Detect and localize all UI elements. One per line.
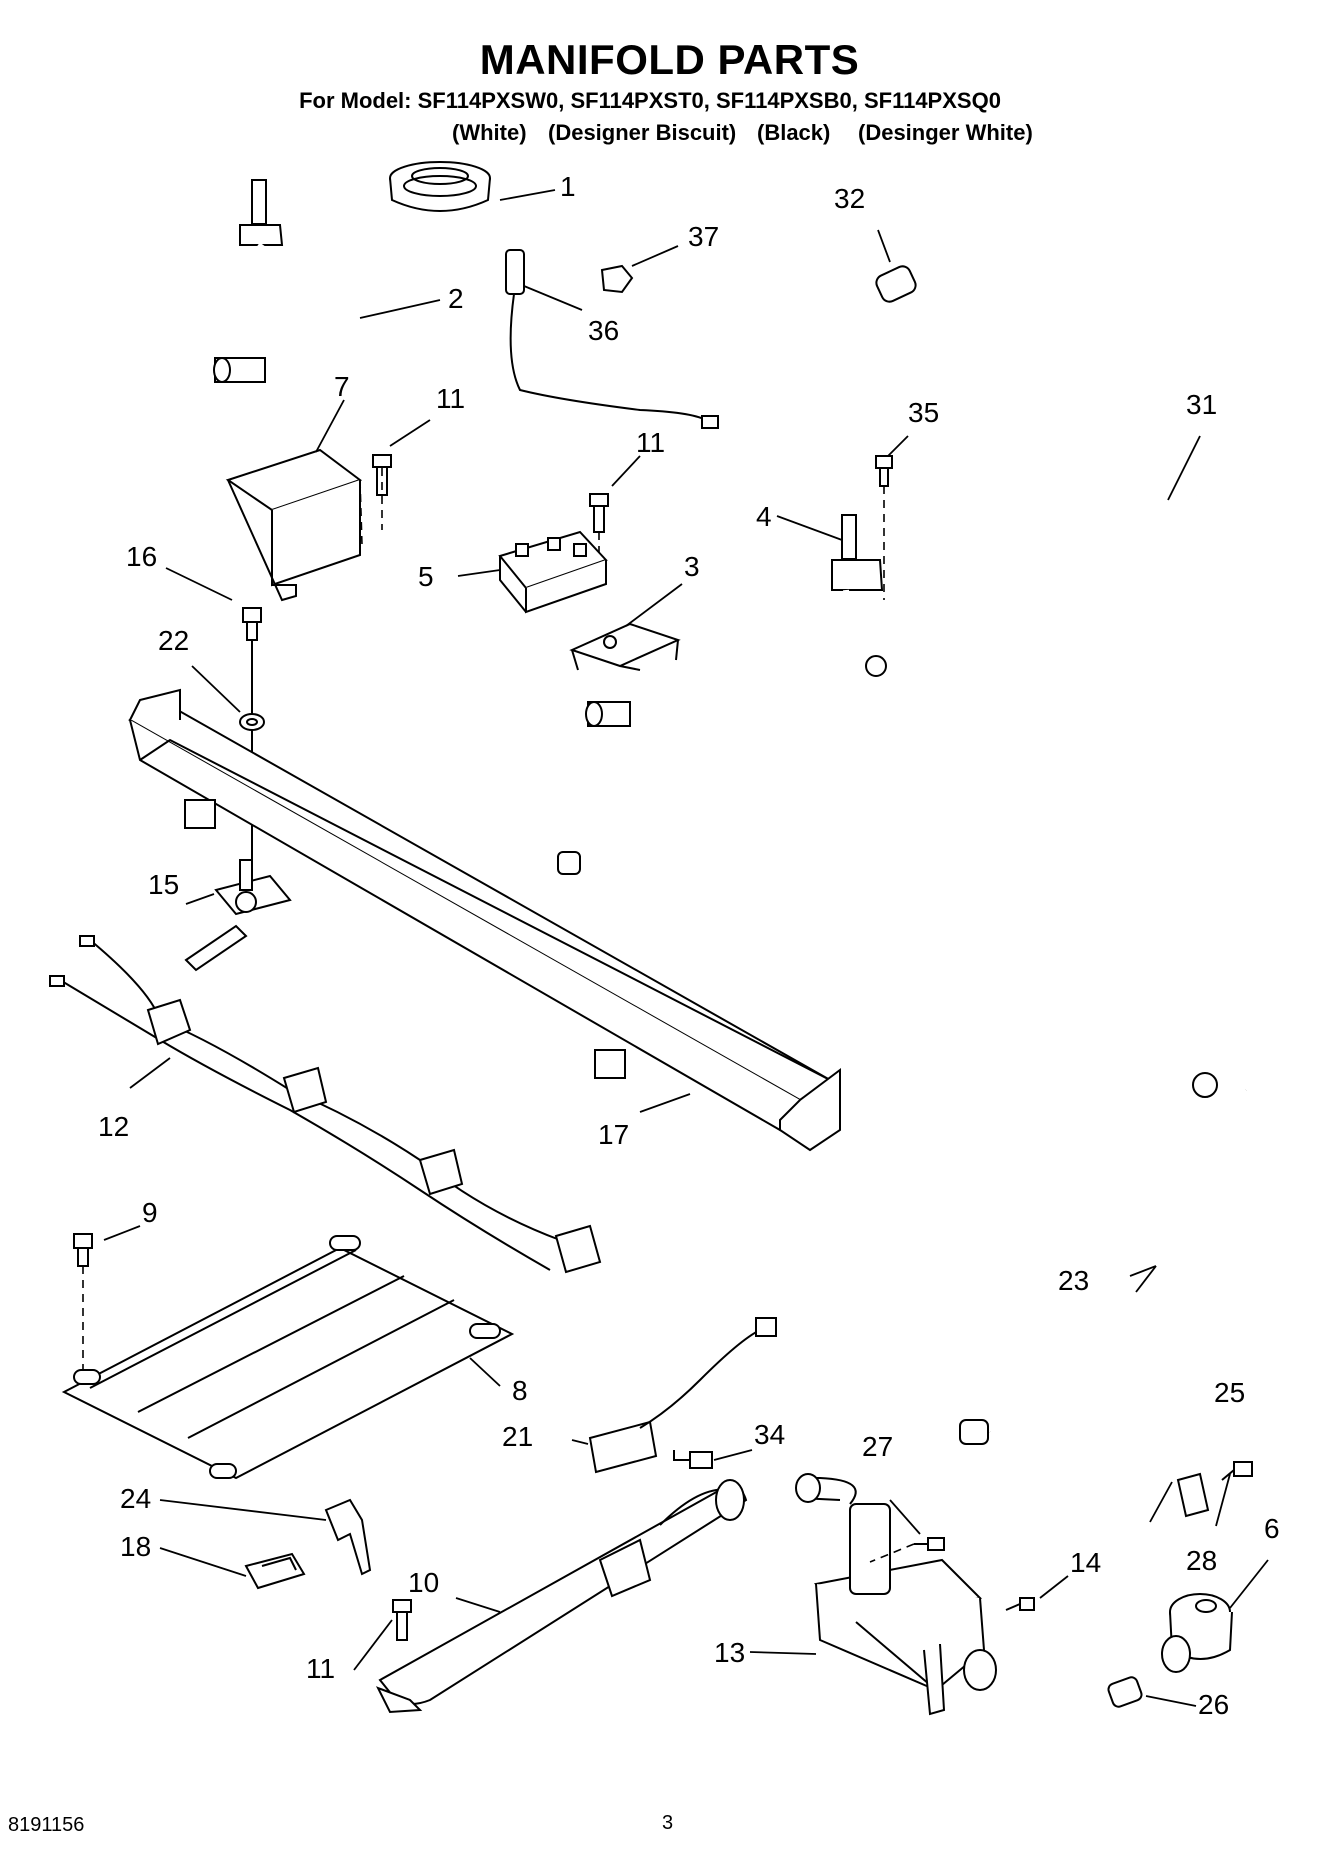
- leader-lines: [103, 189, 1269, 1707]
- wire-harness-12-drawing: [49, 935, 602, 1274]
- callout-23: 23: [1058, 1265, 1089, 1296]
- callout-35: 35: [908, 397, 939, 428]
- screw-16-drawing: [242, 607, 262, 641]
- spark-module-5-drawing: [498, 530, 608, 614]
- fitting-26-drawing: [1107, 1676, 1143, 1708]
- clip-18-drawing: [244, 1552, 306, 1590]
- screw-14-drawing: [1005, 1597, 1035, 1611]
- bracket-24-drawing: [324, 1498, 372, 1576]
- callout-12: 12: [98, 1111, 129, 1142]
- callout-3: 3: [684, 551, 700, 582]
- supply-tube-31-drawing: [865, 468, 1274, 1098]
- pressure-regulator-13-drawing: [795, 1473, 997, 1716]
- callout-17: 17: [598, 1119, 629, 1150]
- variant-desinger-white: (Desinger White): [858, 120, 1033, 145]
- document-number: 8191156: [8, 1814, 85, 1836]
- bracket-25-drawing: [1176, 1472, 1210, 1518]
- callout-8: 8: [512, 1375, 528, 1406]
- callout-13: 13: [714, 1637, 745, 1668]
- page-title: MANIFOLD PARTS: [479, 36, 860, 83]
- igniter-wire-36-drawing: [505, 249, 719, 429]
- screw-28-drawing: [1221, 1461, 1253, 1481]
- regulator-6-drawing: [1161, 1593, 1233, 1673]
- model-list: For Model: SF114PXSW0, SF114PXST0, SF114…: [299, 88, 1001, 113]
- igniter-21-drawing: [588, 1317, 777, 1474]
- screw-35-drawing: [875, 455, 893, 600]
- callout-9: 9: [142, 1197, 158, 1228]
- callout-11a: 11: [436, 383, 465, 414]
- burner-cap-drawing: [389, 161, 491, 212]
- nut-37-drawing: [600, 264, 634, 294]
- callout-10: 10: [408, 1567, 439, 1598]
- screw-34-drawing: [673, 1450, 713, 1469]
- screw-27-drawing: [869, 1537, 945, 1563]
- callout-26: 26: [1198, 1689, 1229, 1720]
- heat-shield-8-drawing: [61, 1235, 515, 1480]
- orifice-32-drawing: [875, 265, 917, 303]
- variant-black: (Black): [757, 120, 831, 145]
- callout-5: 5: [418, 561, 434, 592]
- callout-21: 21: [502, 1421, 533, 1452]
- callout-11c: 11: [306, 1653, 335, 1684]
- callout-31: 31: [1186, 389, 1217, 420]
- valve-cover-7-drawing: [225, 448, 383, 602]
- screw-11a-drawing: [372, 454, 392, 496]
- callout-11b: 11: [636, 427, 665, 458]
- callout-34: 34: [754, 1419, 785, 1450]
- callout-25: 25: [1214, 1377, 1245, 1408]
- callout-36: 36: [588, 315, 619, 346]
- burner-tube-2-drawing: [213, 179, 352, 383]
- screw-11c-drawing: [392, 1599, 412, 1641]
- screw-9-drawing: [73, 1233, 93, 1370]
- callout-24: 24: [120, 1483, 151, 1514]
- callout-27: 27: [862, 1431, 893, 1462]
- callout-1: 1: [560, 171, 576, 202]
- callout-2: 2: [448, 283, 464, 314]
- page-number: 3: [662, 1812, 674, 1834]
- callout-22: 22: [158, 625, 189, 656]
- bracket-3-drawing: [569, 622, 681, 671]
- callout-6: 6: [1264, 1513, 1280, 1544]
- variant-designer-biscuit: (Designer Biscuit): [548, 120, 737, 145]
- variant-white: (White): [452, 120, 527, 145]
- valve-15-drawing: [184, 859, 292, 972]
- supply-tube-23-drawing: [557, 794, 1162, 1514]
- callout-7: 7: [334, 371, 350, 402]
- color-variants: (White) (Designer Biscuit) (Black) (Desi…: [0, 120, 1339, 150]
- callout-37: 37: [688, 221, 719, 252]
- burner-tube-4-drawing: [585, 514, 884, 727]
- callout-4: 4: [756, 501, 772, 532]
- oven-burner-10-drawing: [375, 1479, 748, 1714]
- manifold-rail-17-drawing: [128, 688, 841, 1152]
- callout-28: 28: [1186, 1545, 1217, 1576]
- callout-16: 16: [126, 541, 157, 572]
- callout-14: 14: [1070, 1547, 1101, 1578]
- callout-18: 18: [120, 1531, 151, 1562]
- callout-32: 32: [834, 183, 865, 214]
- callout-15: 15: [148, 869, 179, 900]
